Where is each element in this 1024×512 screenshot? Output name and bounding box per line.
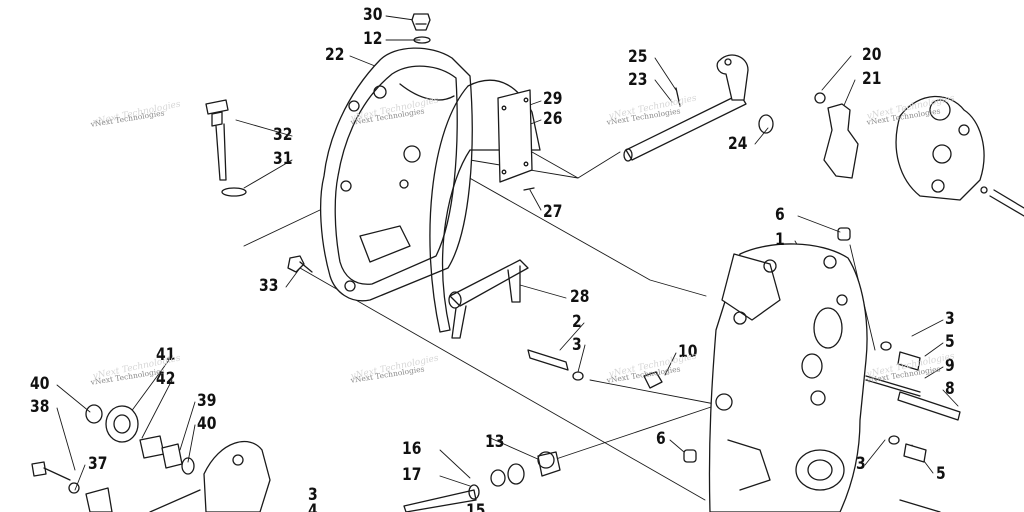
part-bolt-5b — [903, 443, 927, 463]
callout-31: 31 — [273, 149, 293, 169]
callout-24: 24 — [728, 134, 748, 154]
part-bolt-38 — [31, 461, 71, 481]
part-washer-31 — [221, 187, 247, 197]
part-washer-40b — [181, 457, 195, 475]
callout-32: 32 — [273, 125, 293, 145]
callout-25: 25 — [628, 47, 648, 67]
callout-5: 5 — [945, 332, 955, 352]
part-nut-6 — [837, 227, 851, 241]
callout-15: 15 — [466, 501, 486, 512]
callout-9: 9 — [945, 356, 955, 376]
part-spacer-39 — [161, 443, 183, 469]
callout-21: 21 — [862, 69, 882, 89]
callout-26: 26 — [543, 109, 563, 129]
callout-8: 8 — [945, 379, 955, 399]
part-gasket-29 — [429, 79, 541, 333]
callout-42: 42 — [156, 369, 176, 389]
callout-27: 27 — [543, 202, 563, 222]
part-nut-6b — [683, 449, 697, 463]
callout-6-lower: 6 — [656, 429, 666, 449]
part-bushing-13 — [537, 451, 561, 477]
callout-33: 33 — [259, 276, 279, 296]
part-ring-15 — [507, 463, 525, 485]
callout-6: 6 — [775, 205, 785, 225]
part-bolt-right — [980, 186, 1024, 217]
part-oring-12 — [413, 36, 431, 44]
part-bolt-17 — [403, 489, 477, 512]
part-spring-lower — [899, 499, 941, 512]
part-bolt-30 — [411, 13, 431, 31]
part-gear-case-1 — [708, 243, 868, 512]
part-shaft-25 — [623, 54, 749, 162]
part-washer-37 — [68, 482, 80, 494]
part-cover-22 — [319, 47, 473, 302]
callout-38: 38 — [30, 397, 50, 417]
part-bearing-41 — [105, 405, 139, 443]
part-bolt-5 — [897, 351, 921, 371]
callout-30: 30 — [363, 5, 383, 25]
callout-5-lower: 5 — [936, 464, 946, 484]
part-bracket-21 — [814, 92, 859, 179]
callout-10: 10 — [678, 342, 698, 362]
callout-13: 13 — [485, 432, 505, 452]
callout-28: 28 — [570, 287, 590, 307]
callout-40: 40 — [30, 374, 50, 394]
callout-2: 2 — [572, 312, 582, 332]
part-spring-9 — [865, 375, 921, 397]
part-pin-27 — [523, 187, 535, 191]
part-lower-cover — [203, 441, 271, 512]
part-washer-3b — [888, 435, 900, 445]
callout-3: 3 — [572, 335, 582, 355]
callout-3-right: 3 — [945, 309, 955, 329]
part-washer-3 — [880, 341, 892, 351]
callout-12: 12 — [363, 29, 383, 49]
part-gear-plate-right — [895, 95, 985, 201]
callout-3-lower: 3 — [856, 454, 866, 474]
part-washer-40 — [85, 404, 103, 424]
part-nut-10 — [643, 371, 663, 389]
callout-20: 20 — [862, 45, 882, 65]
part-washer-16 — [468, 484, 480, 500]
callout-22: 22 — [325, 45, 345, 65]
callout-37: 37 — [88, 454, 108, 474]
part-bolt-8 — [897, 391, 961, 421]
callout-1: 1 — [775, 230, 785, 250]
part-stud-2 — [527, 349, 584, 381]
callout-29: 29 — [543, 89, 563, 109]
part-roller-lower — [85, 487, 113, 512]
part-oring-24 — [758, 114, 774, 134]
callout-41: 41 — [156, 345, 176, 365]
callout-23: 23 — [628, 70, 648, 90]
callout-4: 4 — [308, 501, 318, 512]
part-dipstick-32 — [205, 99, 229, 181]
callout-39: 39 — [197, 391, 217, 411]
callout-40-right: 40 — [197, 414, 217, 434]
part-bolt-33 — [287, 255, 313, 273]
part-washer-15 — [490, 469, 506, 487]
callout-17: 17 — [402, 465, 422, 485]
callout-3-bottom: 3 — [308, 485, 318, 505]
callout-16: 16 — [402, 439, 422, 459]
part-spacer-42 — [139, 435, 165, 459]
part-fork-28 — [448, 259, 529, 339]
